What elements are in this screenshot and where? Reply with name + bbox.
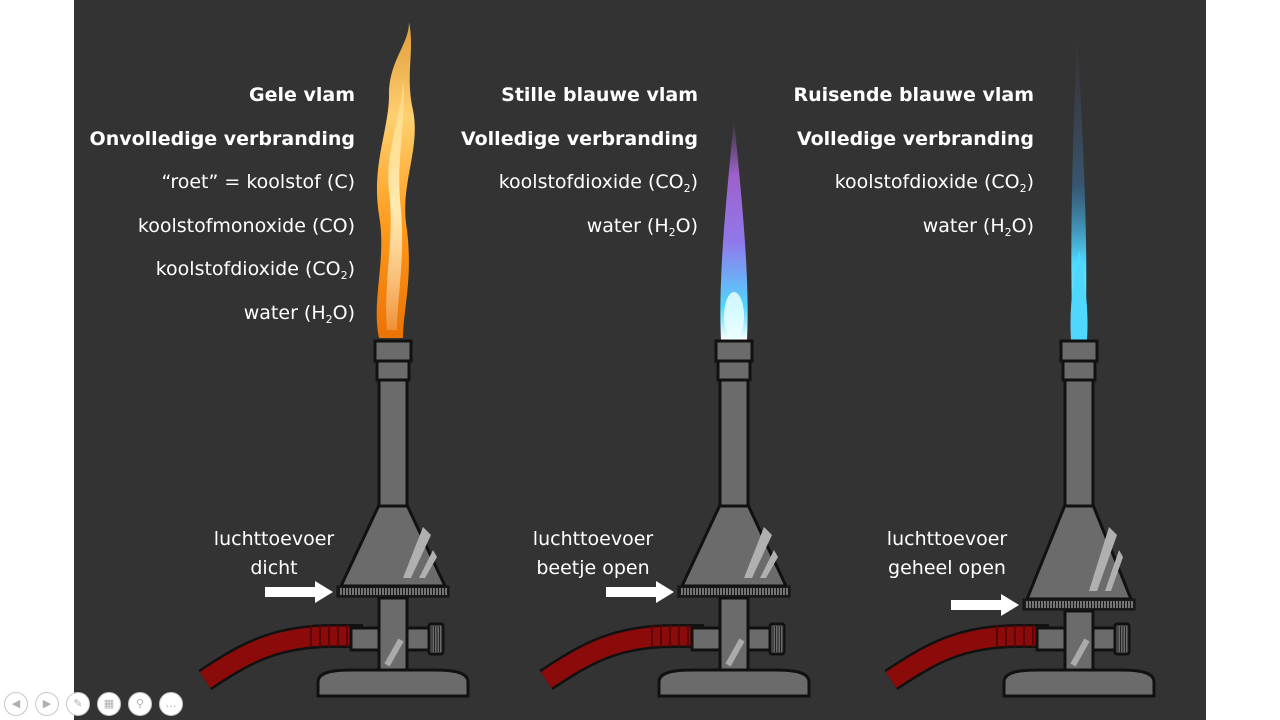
barrel-collar [716, 358, 752, 382]
previous-slide-icon[interactable]: ◀ [4, 692, 28, 716]
air-regulator-ring [336, 585, 450, 598]
heading-line: Stille blauwe vlam [501, 84, 698, 106]
burner-cone [339, 503, 447, 588]
cone-highlight [1089, 527, 1117, 591]
gas-valve-knob [768, 622, 786, 656]
air-supply-label-line: luchttoevoer [886, 528, 1008, 550]
burner-base [657, 668, 811, 698]
air-regulator-ring [677, 585, 791, 598]
air-supply-state: beetje open [536, 557, 650, 579]
gas-hose [885, 626, 1049, 688]
quiet-blue-flame-burner [539, 120, 811, 698]
burner-barrel [1063, 377, 1095, 508]
barrel-collar [375, 358, 411, 382]
cone-highlight [1105, 550, 1123, 591]
formula-subscript: 2 [683, 182, 691, 195]
product-line: koolstofmonoxide (CO) [137, 214, 355, 237]
product-line: koolstofdioxide (CO2) [793, 161, 1034, 205]
bunsen-burners-illustration [198, 22, 1156, 698]
burner-barrel [377, 377, 409, 508]
air-supply-label-line: luchttoevoer [213, 528, 335, 550]
gas-hose [199, 626, 363, 688]
zoom-icon[interactable]: ⚲ [128, 692, 152, 716]
burner-base [316, 668, 470, 698]
roaring-blue-flame [1071, 30, 1087, 340]
burner-top [714, 339, 754, 363]
product-line: “roet” = koolstof (C) [161, 171, 355, 193]
formula-text: ) [690, 171, 698, 193]
air-supply-label-closed: luchttoevoer dicht [204, 525, 344, 583]
heading-line: Ruisende blauwe vlam [793, 84, 1034, 106]
roaring-blue-flame-burner [884, 30, 1156, 698]
heading-line: Volledige verbranding [796, 127, 1034, 150]
burner-cone [680, 503, 788, 588]
air-supply-state: geheel open [888, 557, 1006, 579]
gas-valve-knob [1113, 622, 1131, 656]
air-supply-arrow [606, 581, 674, 603]
cone-highlight [744, 527, 772, 578]
air-supply-label-slightly-open: luchttoevoer beetje open [518, 525, 668, 583]
product-line: koolstofdioxide (CO2) [90, 248, 355, 292]
product-line: water (H2O) [793, 205, 1034, 249]
product-line: water (H2O) [461, 205, 698, 249]
yellow-flame-burner [198, 22, 470, 698]
cone-highlight [419, 550, 437, 578]
gas-valve-knob [427, 622, 445, 656]
stem-highlight [1070, 638, 1090, 667]
next-slide-icon[interactable]: ▶ [35, 692, 59, 716]
roaring-flame-inner-cone [1070, 250, 1088, 340]
quiet-flame-inner-cone [724, 292, 744, 340]
burner-cone [1025, 503, 1133, 601]
air-supply-arrow [265, 581, 333, 603]
product-line: koolstofdioxide (CO2) [461, 161, 698, 205]
formula-text: koolstofdioxide (CO [834, 171, 1020, 193]
barrel-collar [1061, 358, 1097, 382]
burner-barrel [718, 377, 750, 508]
stem-highlight [725, 638, 745, 667]
burner-lower-stem [1063, 609, 1095, 672]
air-regulator-ring [1022, 598, 1136, 611]
yellow-flame-core [386, 80, 404, 330]
air-supply-label-fully-open: luchttoevoer geheel open [874, 525, 1020, 583]
stem-highlight [384, 638, 404, 667]
quiet-blue-flame [720, 120, 748, 340]
formula-subscript: 2 [325, 312, 333, 326]
heading-line: Onvolledige verbranding [89, 127, 355, 150]
air-supply-arrow [951, 594, 1019, 616]
more-options-icon[interactable]: … [159, 692, 183, 716]
formula-text: water (H [586, 214, 669, 237]
formula-text: O) [332, 301, 355, 324]
heading-line: Gele vlam [248, 84, 355, 106]
formula-text: ) [347, 258, 355, 280]
formula-text: koolstofdioxide (CO [155, 258, 341, 280]
heading-line: Volledige verbranding [460, 127, 698, 150]
formula-text: O) [1011, 214, 1034, 237]
formula-text: ) [1026, 171, 1034, 193]
burner-base [1002, 668, 1156, 698]
formula-subscript: 2 [340, 269, 348, 282]
air-supply-label-line: luchttoevoer [532, 528, 654, 550]
formula-subscript: 2 [668, 225, 676, 239]
burner-top [373, 339, 413, 363]
formula-text: water (H [243, 301, 326, 324]
gas-hose [540, 626, 704, 688]
formula-subscript: 2 [1004, 225, 1012, 239]
product-line: water (H2O) [90, 292, 355, 336]
formula-subscript: 2 [1019, 182, 1027, 195]
cone-highlight [403, 527, 431, 578]
cone-highlight [760, 550, 778, 578]
formula-text: koolstofdioxide (CO [498, 171, 684, 193]
burner-top [1059, 339, 1099, 363]
formula-text: O) [675, 214, 698, 237]
slides-overview-icon[interactable]: ▦ [97, 692, 121, 716]
formula-text: water (H [922, 214, 1005, 237]
pen-icon[interactable]: ✎ [66, 692, 90, 716]
air-supply-state: dicht [250, 557, 298, 579]
